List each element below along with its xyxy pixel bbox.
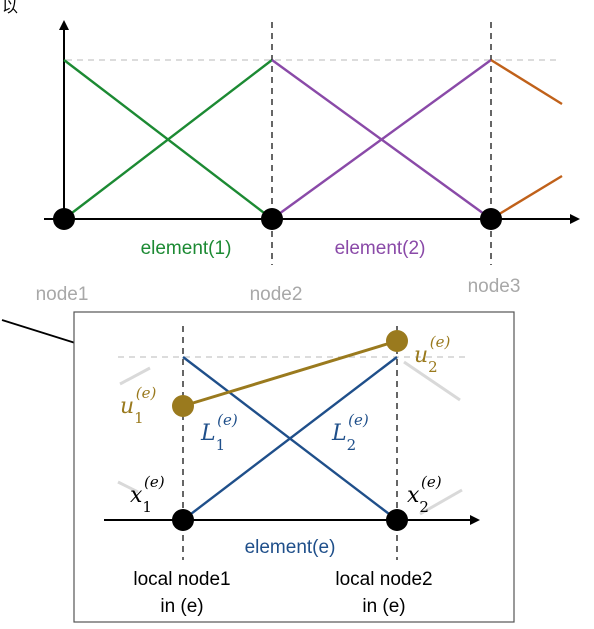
u1-label: u1(e)	[120, 384, 156, 427]
node3-label: node3	[468, 276, 521, 297]
faint-left-lower	[117, 480, 139, 494]
L2-label: L2(e)	[331, 411, 369, 454]
element2-basis-ascending	[271, 59, 492, 220]
local-node1-label-line2: in (e)	[160, 596, 203, 617]
local-element-panel: u1(e) u2(e) L1(e) L2(e) x1(e) x2(e) elem…	[73, 311, 515, 623]
local-element-label: element(e)	[245, 537, 336, 558]
local-node1-label-line1: local node1	[133, 569, 230, 590]
local-node2-label-line2: in (e)	[362, 596, 405, 617]
element2-label: element(2)	[335, 238, 426, 259]
local-interpolant-line	[182, 339, 398, 408]
node1-marker	[53, 208, 75, 230]
node2-marker	[261, 208, 283, 230]
local-basis-L2	[182, 356, 398, 521]
u2-marker	[386, 330, 408, 352]
u1-marker	[172, 395, 194, 417]
element1-label: element(1)	[141, 238, 232, 259]
x1-label: x1(e)	[130, 473, 165, 516]
global-mesh-plot: element(1) element(2) node1 node2 node3	[36, 20, 580, 305]
local-node2-label-line1: local node2	[335, 569, 432, 590]
faint-right-lower	[419, 488, 463, 516]
element1-basis-functions	[63, 59, 273, 220]
local-node1-marker	[172, 509, 194, 531]
local-node2-marker	[386, 509, 408, 531]
L1-label: L1(e)	[200, 411, 238, 454]
x2-label: x2(e)	[407, 473, 442, 516]
element3-partial-basis	[490, 58, 563, 221]
corner-glyph: 以	[2, 0, 18, 16]
element3-partial-ascending	[490, 174, 563, 221]
faint-right-upper	[403, 360, 461, 402]
element2-basis-functions	[271, 59, 492, 220]
faint-left-upper	[119, 366, 151, 386]
node3-marker	[480, 208, 502, 230]
node2-label: node2	[250, 284, 303, 305]
element3-partial-descending	[490, 58, 563, 106]
element1-basis-ascending	[63, 59, 273, 220]
local-panel-frame	[73, 311, 515, 623]
u2-label: u2(e)	[414, 333, 450, 376]
node1-label: node1	[36, 284, 89, 305]
